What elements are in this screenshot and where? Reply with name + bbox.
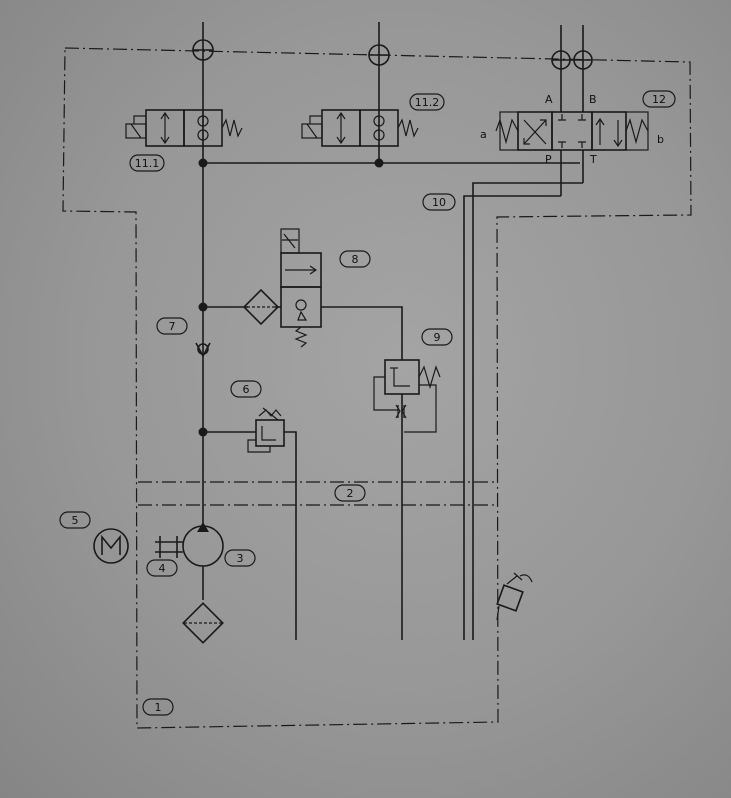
return-line [472, 182, 583, 640]
item-tag-5: 5 [59, 511, 91, 529]
svg-text:8: 8 [352, 253, 359, 266]
directional-valve-12 [495, 111, 649, 151]
junction-dot [198, 158, 208, 168]
label-solenoid-b: b [657, 133, 664, 146]
svg-text:3: 3 [237, 552, 244, 565]
svg-text:2: 2 [347, 487, 354, 500]
breather-filter [496, 572, 533, 621]
label-port-t: T [589, 153, 597, 166]
label-solenoid-a: a [480, 128, 487, 141]
svg-text:11.1: 11.1 [135, 157, 160, 170]
relief-valve-9 [373, 359, 441, 433]
item-tag-8: 8 [339, 250, 371, 268]
motor-5 [93, 528, 129, 564]
svg-text:11.2: 11.2 [415, 96, 440, 109]
coupling-4 [155, 536, 183, 558]
item-tag-11-1: 11.1 [129, 154, 165, 172]
svg-text:9: 9 [434, 331, 441, 344]
label-port-p: P [545, 153, 552, 166]
pressure-valve-6 [203, 407, 297, 640]
item-tag-2: 2 [334, 484, 366, 502]
line-p-to-tank [463, 195, 561, 640]
line-to-valve-9 [321, 306, 403, 360]
solenoid-valve-11-1 [125, 109, 243, 147]
svg-text:5: 5 [72, 514, 79, 527]
item-tag-7: 7 [156, 317, 188, 335]
filter-symbol [242, 288, 280, 326]
svg-text:1: 1 [155, 701, 162, 714]
svg-text:4: 4 [159, 562, 166, 575]
solenoid-valve-11-2 [301, 109, 419, 147]
valve-8 [280, 228, 322, 348]
item-tag-9: 9 [421, 328, 453, 346]
svg-text:10: 10 [432, 196, 446, 209]
item-tag-12: 12 [642, 90, 676, 108]
check-valve [195, 342, 211, 358]
svg-text:6: 6 [243, 383, 250, 396]
label-port-a: A [545, 93, 553, 106]
item-tag-11-2: 11.2 [409, 93, 445, 111]
item-tag-4: 4 [146, 559, 178, 577]
pump-3 [182, 522, 224, 567]
suction-filter [182, 602, 224, 644]
item-tag-1: 1 [142, 698, 174, 716]
item-tag-10: 10 [422, 193, 456, 211]
item-tag-3: 3 [224, 549, 256, 567]
valve-block-frame [62, 47, 692, 729]
svg-text:7: 7 [169, 320, 176, 333]
label-port-b: B [589, 93, 597, 106]
item-tag-6: 6 [230, 380, 262, 398]
svg-text:12: 12 [652, 93, 666, 106]
